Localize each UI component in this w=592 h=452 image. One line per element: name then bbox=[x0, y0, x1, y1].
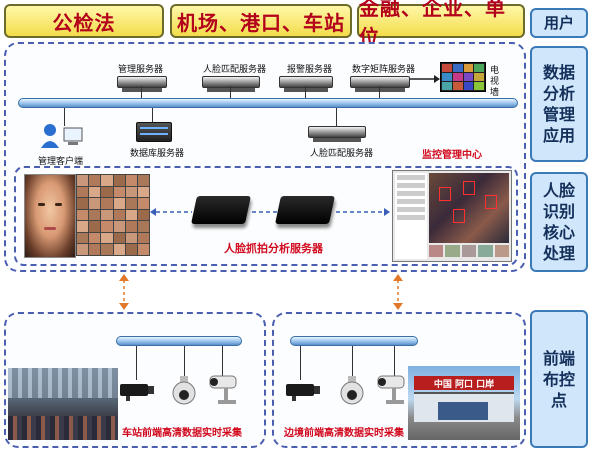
matrix-server-label: 数字矩阵服务器 bbox=[352, 65, 416, 75]
connector bbox=[394, 346, 395, 376]
connector bbox=[222, 346, 223, 376]
side-label-face: 人脸识别核心处理 bbox=[530, 172, 588, 272]
side-label-data: 数据分析管理应用 bbox=[530, 46, 588, 162]
connector bbox=[379, 86, 380, 98]
connector bbox=[152, 108, 153, 122]
box-camera-icon bbox=[286, 384, 320, 401]
monitoring-screen-image bbox=[392, 170, 512, 262]
connector bbox=[136, 346, 137, 380]
border-gate-photo: 中国 阿口 口岸 bbox=[408, 366, 520, 440]
side-label-front-text: 前端布控点 bbox=[542, 348, 575, 410]
client-icon bbox=[41, 124, 83, 148]
database-server-label: 数据库服务器 bbox=[130, 149, 185, 159]
connector bbox=[230, 86, 231, 98]
arrow-middle bbox=[252, 211, 278, 213]
face-match-server-label: 人脸匹配服务器 bbox=[203, 65, 267, 75]
user-box-transport: 机场、港口、车站 bbox=[170, 4, 352, 38]
connector bbox=[352, 346, 353, 376]
connector bbox=[184, 346, 185, 376]
arrow-right bbox=[336, 208, 390, 216]
arrow-left bbox=[150, 208, 192, 216]
station-photo bbox=[8, 368, 118, 440]
management-server-icon bbox=[117, 76, 167, 92]
arrow-to-right-site bbox=[393, 274, 403, 310]
arrow-to-tv-wall bbox=[410, 75, 440, 83]
face-match-server-2-icon bbox=[308, 126, 366, 142]
user-box-law-label: 公检法 bbox=[52, 10, 116, 35]
capture-server-label: 人脸抓拍分析服务器 bbox=[224, 242, 323, 255]
capture-server-box-2 bbox=[275, 196, 335, 224]
face-grid-image bbox=[76, 174, 150, 256]
dome-camera-icon bbox=[172, 376, 196, 405]
connector bbox=[141, 86, 142, 98]
management-server-label: 管理服务器 bbox=[118, 65, 164, 75]
face-match-server-icon bbox=[202, 76, 260, 92]
capture-server-box-1 bbox=[191, 196, 251, 224]
user-box-finance: 金融、企业、单位 bbox=[357, 0, 525, 49]
alarm-server-label: 报警服务器 bbox=[287, 65, 333, 75]
side-label-face-text: 人脸识别核心处理 bbox=[542, 181, 575, 263]
station-caption: 车站前端高清数据实时采集 bbox=[122, 428, 242, 439]
connector bbox=[336, 108, 337, 126]
bullet-camera-icon bbox=[377, 375, 405, 404]
connector bbox=[300, 346, 301, 380]
user-box-transport-label: 机场、港口、车站 bbox=[177, 10, 345, 35]
connector bbox=[305, 86, 306, 98]
side-label-data-text: 数据分析管理应用 bbox=[542, 63, 575, 145]
box-camera-icon bbox=[120, 384, 154, 401]
dome-camera-icon bbox=[340, 376, 364, 405]
face-match-server-2-label: 人脸匹配服务器 bbox=[310, 149, 374, 159]
bullet-camera-icon bbox=[209, 375, 237, 404]
border-caption: 边境前端高清数据实时采集 bbox=[284, 428, 404, 439]
face-portrait-image bbox=[24, 174, 76, 258]
arrow-to-left-site bbox=[119, 274, 129, 310]
monitor-center-label: 监控管理中心 bbox=[422, 150, 482, 161]
network-bus bbox=[18, 98, 518, 108]
station-bus bbox=[116, 336, 242, 346]
connector bbox=[64, 108, 65, 126]
side-label-user-text: 用户 bbox=[543, 13, 574, 32]
tv-wall-image bbox=[440, 62, 486, 92]
user-box-law: 公检法 bbox=[4, 4, 164, 38]
database-server-icon bbox=[136, 122, 172, 142]
side-label-user: 用户 bbox=[530, 8, 588, 38]
face-processing-area bbox=[14, 166, 518, 266]
tv-wall-label: 电视墙 bbox=[490, 66, 500, 98]
border-bus bbox=[290, 336, 418, 346]
gate-sign: 中国 阿口 口岸 bbox=[414, 376, 514, 390]
side-label-front: 前端布控点 bbox=[530, 310, 588, 448]
matrix-server-icon bbox=[350, 76, 410, 92]
client-label: 管理客户端 bbox=[38, 157, 84, 167]
alarm-server-icon bbox=[279, 76, 333, 92]
